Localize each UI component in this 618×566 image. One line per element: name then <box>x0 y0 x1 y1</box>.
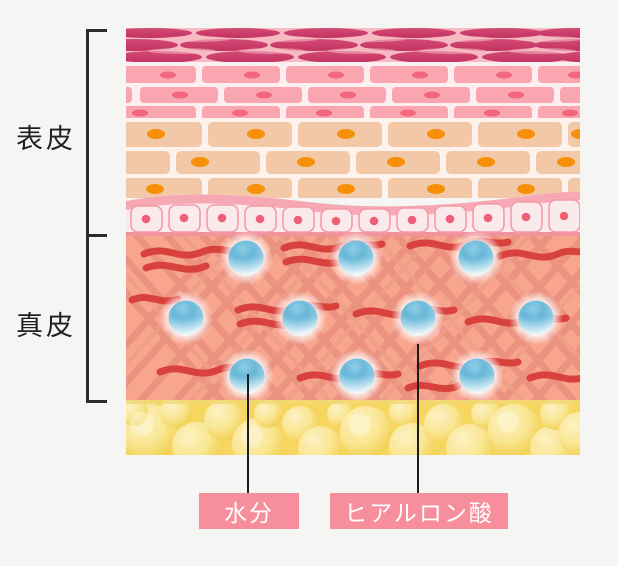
water-droplet <box>509 291 563 345</box>
layer-subcutaneous-fat <box>126 400 580 455</box>
water-droplet <box>329 231 383 285</box>
label-epidermis: 表皮 <box>16 124 76 155</box>
water-droplet <box>273 291 327 345</box>
callout-box-hyaluronic: ヒアルロン酸 <box>330 493 508 529</box>
bracket-tick-middle <box>86 234 107 237</box>
water-droplet <box>450 349 504 403</box>
callout-line-moisture <box>247 374 249 495</box>
callout-line-hyaluronic <box>417 344 419 495</box>
water-droplet <box>449 231 503 285</box>
callout-box-moisture: 水分 <box>199 493 299 529</box>
bracket-tick-top <box>86 29 107 32</box>
water-droplet <box>330 349 384 403</box>
water-droplet <box>159 291 213 345</box>
water-droplet-group <box>159 231 563 403</box>
layer-stratum-corneum <box>126 28 580 64</box>
water-droplet <box>219 231 273 285</box>
label-dermis: 真皮 <box>16 311 76 342</box>
layer-spinous-tan <box>126 118 580 198</box>
layer-bracket <box>86 29 108 403</box>
bracket-tick-bottom <box>86 400 107 403</box>
layer-granular-spinous <box>126 62 580 119</box>
bracket-vertical-line <box>86 29 89 403</box>
water-droplet <box>391 291 445 345</box>
